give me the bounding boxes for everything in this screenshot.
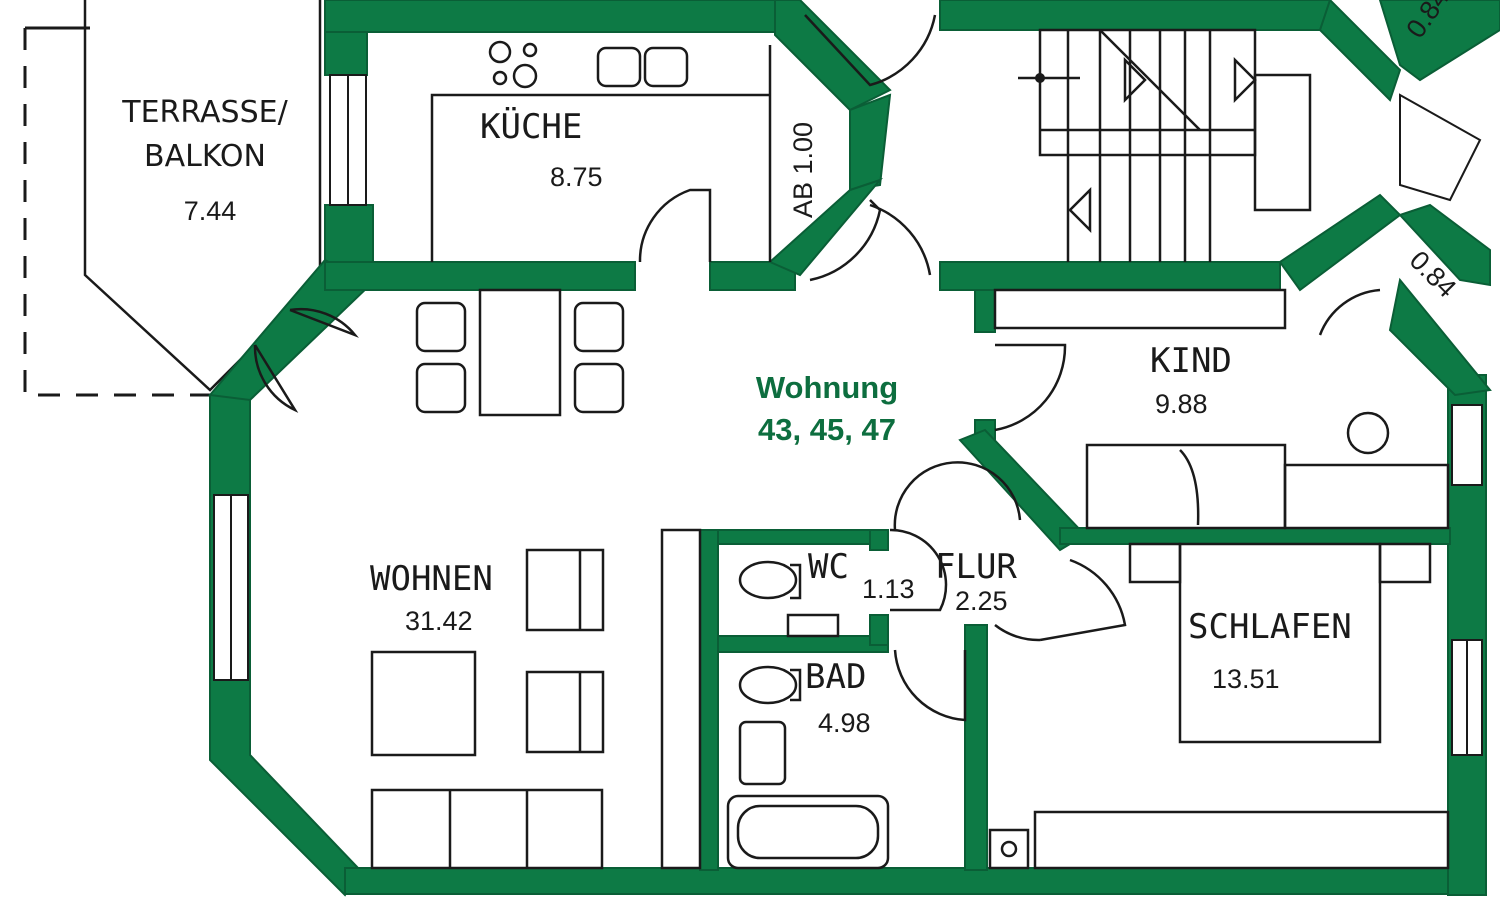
kind-furniture <box>993 288 1450 530</box>
terrasse-area: 7.44 <box>184 196 237 226</box>
staircase <box>1018 28 1312 262</box>
schlafen-area: 13.51 <box>1212 664 1280 694</box>
wohnen-area: 31.42 <box>405 606 473 636</box>
kind-name: KIND <box>1150 341 1232 381</box>
outer-walls <box>208 0 1500 897</box>
kueche-name: KÜCHE <box>480 106 582 147</box>
bad-area: 4.98 <box>818 708 871 738</box>
windows <box>213 74 1483 756</box>
kitchen-fixtures <box>430 40 772 263</box>
terrace-outline <box>23 0 322 397</box>
wohnung-title-line2: 43, 45, 47 <box>758 412 896 447</box>
flur-name: FLUR <box>935 547 1017 587</box>
terrasse-name-line1: TERRASSE/ <box>121 95 288 130</box>
dining-table <box>415 288 625 417</box>
living-furniture <box>370 528 702 870</box>
kitchen-counter-dimension: AB 1.00 <box>788 122 818 218</box>
wc-name: WC <box>808 547 849 587</box>
wohnen-name: WOHNEN <box>370 559 493 599</box>
wc-area: 1.13 <box>862 574 915 604</box>
schlafen-furniture <box>988 542 1450 870</box>
kind-area: 9.88 <box>1155 389 1208 419</box>
flur-area: 2.25 <box>955 586 1008 616</box>
bathroom-fixtures <box>726 560 890 870</box>
terrasse-name-line2: BALKON <box>144 139 266 174</box>
wohnung-title-line1: Wohnung <box>756 370 898 405</box>
labels: TERRASSE/ BALKON 7.44 KÜCHE 8.75 AB 1.00… <box>121 0 1462 738</box>
kueche-area: 8.75 <box>550 162 603 192</box>
bad-name: BAD <box>805 657 866 697</box>
doors <box>253 14 1381 722</box>
schlafen-name: SCHLAFEN <box>1188 607 1352 647</box>
